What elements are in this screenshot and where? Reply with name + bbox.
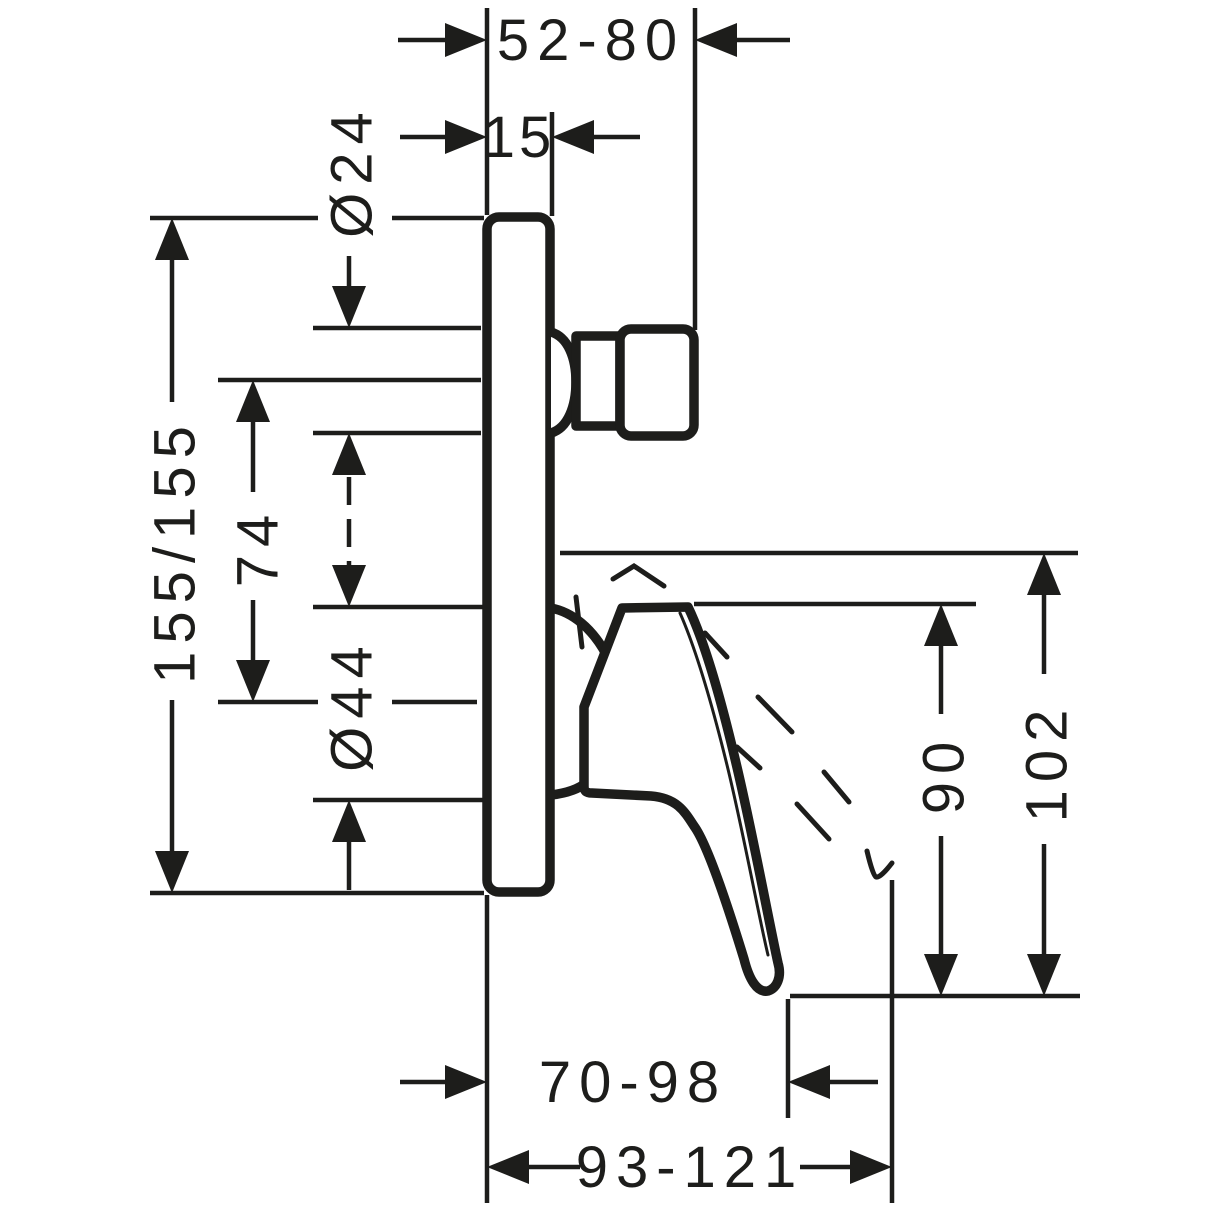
arrowhead-up-icon <box>236 380 270 422</box>
dimension-label: 70-98 <box>539 1050 727 1115</box>
arrowhead-up-icon <box>155 218 189 260</box>
arrowhead-down-icon <box>155 851 189 893</box>
lever-blade-edge-line <box>686 607 775 955</box>
fixture-drawing <box>482 212 895 996</box>
dim-reach-min: 70-98 <box>400 1050 878 1115</box>
arrowhead-down-icon <box>1027 954 1061 996</box>
swing-dash-3 <box>755 694 795 735</box>
arrowhead-up-icon <box>924 604 958 646</box>
dim-plate-thickness: 15 <box>400 105 640 170</box>
dim-axis-distance: 74 <box>226 380 291 702</box>
arrowhead-down-icon <box>332 565 366 607</box>
dim-install-depth: 52-80 <box>398 8 790 73</box>
dimension-label: 90 <box>912 734 977 815</box>
dimension-label: 74 <box>226 507 291 588</box>
dim-spout-diameter: Ø24 <box>320 104 385 565</box>
arrowhead-right-icon <box>445 120 487 154</box>
spout-cylinder <box>571 331 625 431</box>
trim-plate <box>482 212 555 897</box>
dimension-label: 93-121 <box>576 1135 805 1200</box>
arrowhead-right-icon <box>445 23 487 57</box>
arrowhead-down-icon <box>332 286 366 328</box>
arrowhead-left-icon <box>788 1065 830 1099</box>
arrowhead-down-icon <box>236 660 270 702</box>
dim-plate-size: 155/155 <box>143 218 208 893</box>
swing-dash-2 <box>734 744 763 771</box>
arrowhead-up-icon <box>332 800 366 842</box>
swing-dash-4 <box>821 769 852 805</box>
dimension-label: 52-80 <box>497 8 685 73</box>
swing-hook-dash <box>864 848 895 880</box>
arrowhead-right-icon <box>850 1150 892 1184</box>
arrowhead-left-icon <box>695 23 737 57</box>
dimension-label: 15 <box>483 105 556 170</box>
dimension-label: 102 <box>1015 702 1080 823</box>
dimension-label: Ø44 <box>320 638 385 772</box>
swing-dash-5 <box>794 801 832 842</box>
spout-nut <box>615 324 699 441</box>
arrowhead-left-icon <box>487 1150 529 1184</box>
arrowhead-up-icon <box>332 433 366 475</box>
dim-reach-max: 93-121 <box>487 1135 892 1200</box>
dim-total-drop: 102 <box>1015 553 1080 996</box>
swing-tick-dash <box>573 594 585 650</box>
arrowhead-down-icon <box>924 954 958 996</box>
swing-dash-1 <box>702 630 730 660</box>
extension-lines <box>150 8 1080 1203</box>
dimension-label: Ø24 <box>320 104 385 238</box>
swing-caret-dash <box>610 563 667 589</box>
arrowhead-left-icon <box>552 120 594 154</box>
lever-handle <box>579 602 785 996</box>
lever-blade-inner-line <box>678 611 770 957</box>
dimension-label: 155/155 <box>143 418 208 684</box>
dim-handle-drop: 90 <box>912 604 977 996</box>
arrowhead-up-icon <box>1027 553 1061 595</box>
dim-sleeve-diameter: Ø44 <box>320 565 385 890</box>
arrowhead-right-icon <box>445 1065 487 1099</box>
